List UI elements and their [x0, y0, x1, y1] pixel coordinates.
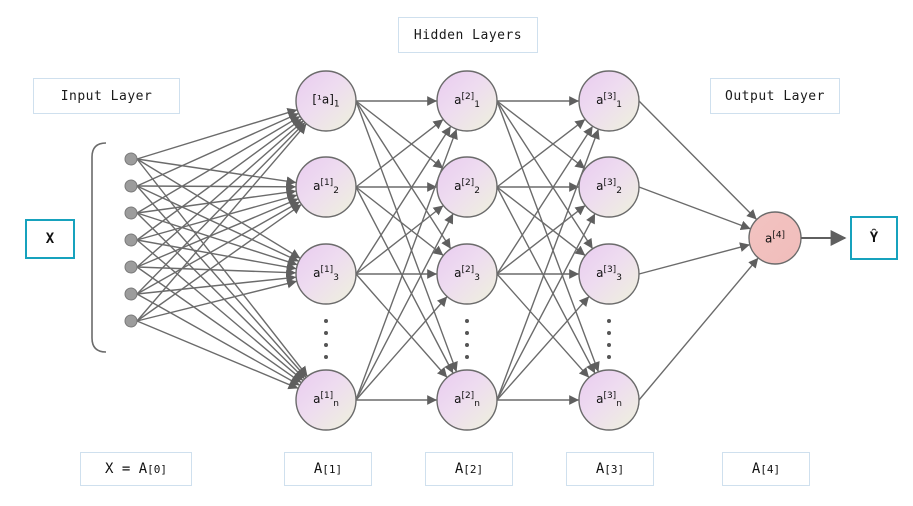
- input-bracket: [91, 142, 107, 353]
- input-node-group: [124, 152, 138, 328]
- bottom-label-a0: X = A[0]: [80, 452, 192, 486]
- bottom-label-a0-base: X = A: [104, 461, 148, 477]
- bottom-label-a2-sup: [2]: [463, 462, 484, 476]
- edges-hidden2-to-hidden3: [496, 96, 600, 405]
- neuron-group: [295, 70, 802, 431]
- bottom-label-a0-sup: [0]: [147, 462, 168, 476]
- bottom-label-a4: A[4]: [722, 452, 810, 486]
- ellipsis-group: [324, 319, 611, 359]
- bottom-label-a4-sup: [4]: [760, 462, 781, 476]
- output-yhat-box: Ŷ: [850, 216, 898, 260]
- bottom-label-a2: A[2]: [425, 452, 513, 486]
- edges-hidden1-to-hidden2: [355, 96, 458, 405]
- bottom-label-a3-sup: [3]: [604, 462, 625, 476]
- bottom-label-a1-base: A: [313, 461, 323, 477]
- bottom-label-a1: A[1]: [284, 452, 372, 486]
- edges-hidden3-to-output: [638, 100, 759, 401]
- bottom-label-a3: A[3]: [566, 452, 654, 486]
- label-output-layer: Output Layer: [710, 78, 840, 114]
- bottom-label-a3-base: A: [595, 461, 605, 477]
- bottom-label-a4-base: A: [751, 461, 761, 477]
- label-hidden-layers: Hidden Layers: [398, 17, 538, 53]
- bottom-label-a2-base: A: [454, 461, 464, 477]
- input-x-box: X: [25, 219, 75, 259]
- bottom-label-a1-sup: [1]: [322, 462, 343, 476]
- edges-input-to-hidden1: [136, 107, 308, 390]
- label-input-layer: Input Layer: [33, 78, 180, 114]
